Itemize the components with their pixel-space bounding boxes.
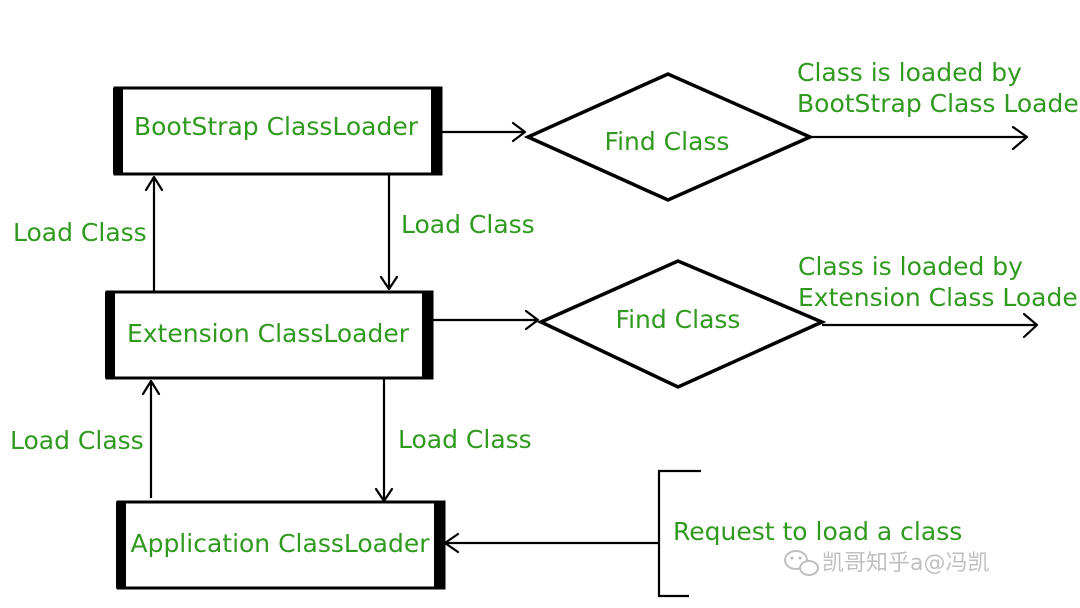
extension-label: Extension ClassLoader bbox=[127, 319, 410, 348]
result-bootstrap-line2: BootStrap Class Loader bbox=[797, 89, 1080, 118]
arrow-application-to-extension bbox=[141, 379, 161, 498]
bootstrap-classloader-node: BootStrap ClassLoader bbox=[113, 86, 443, 176]
find-class-label-1: Find Class bbox=[605, 127, 730, 156]
arrow-bootstrap-to-find1 bbox=[441, 121, 527, 143]
wechat-icon bbox=[784, 550, 819, 576]
bootstrap-label: BootStrap ClassLoader bbox=[134, 112, 419, 141]
result-extension-line2: Extension Class Loader bbox=[798, 283, 1080, 312]
arrow-request-to-application bbox=[443, 532, 659, 554]
result-bootstrap-line1: Class is loaded by bbox=[797, 58, 1022, 87]
result-extension-line1: Class is loaded by bbox=[798, 252, 1023, 281]
load-class-label-boot-to-ext: Load Class bbox=[401, 210, 535, 239]
find-class-diamond-2: Find Class bbox=[536, 259, 827, 389]
load-class-label-ext-to-boot: Load Class bbox=[13, 218, 147, 247]
find-class-label-2: Find Class bbox=[616, 305, 741, 334]
extension-classloader-node: Extension ClassLoader bbox=[105, 290, 434, 380]
find-class-diamond-1: Find Class bbox=[523, 72, 815, 202]
watermark: 凯哥知乎a@冯凯 bbox=[784, 550, 989, 576]
application-classloader-node: Application ClassLoader bbox=[116, 500, 446, 590]
arrow-extension-to-application bbox=[374, 378, 394, 503]
arrow-extension-to-find2 bbox=[432, 309, 540, 331]
watermark-text: 凯哥知乎a@冯凯 bbox=[822, 551, 989, 576]
arrow-find1-to-result bbox=[810, 125, 1029, 151]
arrow-extension-to-bootstrap bbox=[144, 175, 164, 292]
request-label: Request to load a class bbox=[673, 517, 962, 546]
load-class-label-app-to-ext: Load Class bbox=[10, 426, 144, 455]
application-label: Application ClassLoader bbox=[130, 529, 430, 558]
arrow-bootstrap-to-extension bbox=[379, 174, 399, 291]
request-bracket bbox=[657, 469, 701, 598]
load-class-label-ext-to-app: Load Class bbox=[398, 425, 532, 454]
arrow-find2-to-result bbox=[822, 312, 1039, 339]
